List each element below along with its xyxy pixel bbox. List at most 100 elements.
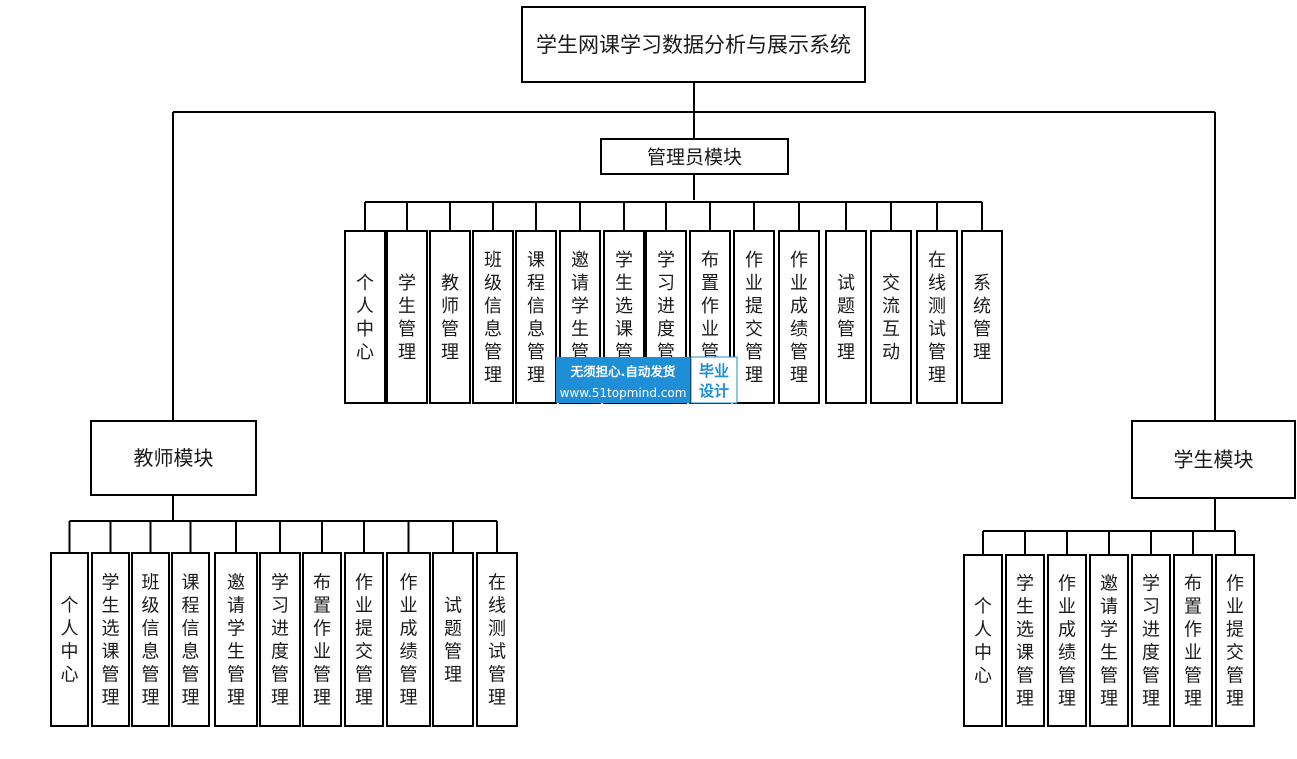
teacher-item-box-frame [91,552,130,727]
student-module-box-frame [1131,420,1296,499]
teacher-item-box: 个人中心 [50,552,89,727]
teacher-item-box-frame [476,552,518,727]
connector-lines [68,82,1236,555]
admin-item-box: 班级信息管理 [472,230,514,404]
admin-item-box: 在线测试管理 [916,230,958,404]
teacher-item-box-frame [50,552,89,727]
admin-item-label: 试题管理 [837,273,855,363]
student-item-label: 作业提交管理 [1226,573,1244,709]
admin-item-label: 学生选课管理 [615,250,633,386]
student-item-box-frame [1215,554,1255,727]
watermark: 无须担心.自动发货 www.51topmind.com 毕业 设计 [556,356,738,404]
admin-item-label: 个人中心 [356,273,374,363]
teacher-item-label: 作业成绩管理 [400,572,418,708]
student-item-box-frame [1089,554,1129,727]
watermark-bg [556,357,690,403]
admin-item-box-frame [733,230,775,404]
student-item-box: 作业成绩管理 [1047,554,1087,727]
teacher-item-box-frame [131,552,170,727]
watermark-badge [690,356,738,404]
admin-item-box: 试题管理 [825,230,867,404]
admin-item-box-frame [472,230,514,404]
student-item-box-frame [1005,554,1045,727]
admin-item-label: 系统管理 [973,273,991,363]
teacher-item-label: 在线测试管理 [488,572,506,708]
student-item-label: 学习进度管理 [1142,573,1160,709]
admin-item-label: 班级信息管理 [484,250,502,386]
admin-module-box-frame [600,138,789,175]
teacher-item-box: 布置作业管理 [302,552,342,727]
admin-item-box: 教师管理 [429,230,471,404]
student-item-label: 布置作业管理 [1184,573,1202,709]
admin-item-box-frame [916,230,958,404]
admin-item-box-frame [386,230,428,404]
admin-item-box-frame [870,230,912,404]
teacher-item-label: 班级信息管理 [142,572,160,708]
admin-item-label: 在线测试管理 [928,250,946,386]
teacher-item-box: 课程信息管理 [171,552,210,727]
teacher-module-box: 教师模块 [90,420,257,496]
watermark-url: www.51topmind.com [560,386,687,400]
teacher-item-label: 学习进度管理 [271,572,289,708]
admin-item-box: 学生选课管理 [603,230,645,404]
teacher-item-label: 作业提交管理 [355,572,373,708]
student-item-label: 邀请学生管理 [1100,573,1118,709]
teacher-item-label: 学生选课管理 [102,572,120,708]
student-item-label: 作业成绩管理 [1058,573,1076,709]
student-item-box-frame [1131,554,1171,727]
teacher-item-box: 班级信息管理 [131,552,170,727]
teacher-item-box: 学习进度管理 [259,552,301,727]
admin-item-box: 作业提交管理 [733,230,775,404]
admin-module-label: 管理员模块 [647,146,742,168]
admin-item-box: 系统管理 [961,230,1003,404]
student-module-box: 学生模块 [1131,420,1296,499]
student-item-label: 个人中心 [974,596,992,686]
admin-item-box: 课程信息管理 [515,230,557,404]
admin-item-box-frame [344,230,386,404]
admin-item-box: 作业成绩管理 [778,230,820,404]
root-module-label: 学生网课学习数据分析与展示系统 [536,33,851,57]
root-module-box: 学生网课学习数据分析与展示系统 [521,6,866,83]
teacher-item-box: 作业提交管理 [344,552,384,727]
admin-item-label: 教师管理 [441,273,459,363]
student-item-box: 作业提交管理 [1215,554,1255,727]
admin-item-box-frame [778,230,820,404]
student-item-box-frame [963,554,1003,727]
admin-item-box: 交流互动 [870,230,912,404]
teacher-item-label: 个人中心 [61,595,79,685]
teacher-item-label: 邀请学生管理 [227,572,245,708]
watermark-badge-line1: 毕业 [699,362,729,380]
student-item-box-frame [1173,554,1213,727]
admin-item-box: 学生管理 [386,230,428,404]
root-module-box-frame [521,6,866,83]
teacher-item-box-frame [214,552,258,727]
student-module-label: 学生模块 [1174,448,1254,472]
teacher-item-box-frame [302,552,342,727]
admin-item-label: 作业成绩管理 [790,250,808,386]
student-item-box: 个人中心 [963,554,1003,727]
student-item-label: 学生选课管理 [1016,573,1034,709]
admin-item-box: 个人中心 [344,230,386,404]
admin-item-label: 交流互动 [882,273,900,363]
admin-module-box: 管理员模块 [600,138,789,175]
admin-item-box-frame [961,230,1003,404]
watermark-badge-line2: 设计 [699,382,729,400]
student-item-box: 布置作业管理 [1173,554,1213,727]
teacher-item-label: 课程信息管理 [182,572,200,708]
student-item-box: 邀请学生管理 [1089,554,1129,727]
admin-item-box-frame [515,230,557,404]
admin-item-label: 课程信息管理 [527,250,545,386]
teacher-item-box-frame [386,552,431,727]
teacher-item-box: 邀请学生管理 [214,552,258,727]
teacher-item-box: 学生选课管理 [91,552,130,727]
teacher-item-box-frame [259,552,301,727]
admin-item-label: 学生管理 [398,273,416,363]
student-item-box: 学生选课管理 [1005,554,1045,727]
teacher-module-box-frame [90,420,257,496]
student-item-box-frame [1047,554,1087,727]
teacher-item-label: 布置作业管理 [313,572,331,708]
teacher-item-box-frame [171,552,210,727]
admin-item-label: 作业提交管理 [745,250,763,386]
